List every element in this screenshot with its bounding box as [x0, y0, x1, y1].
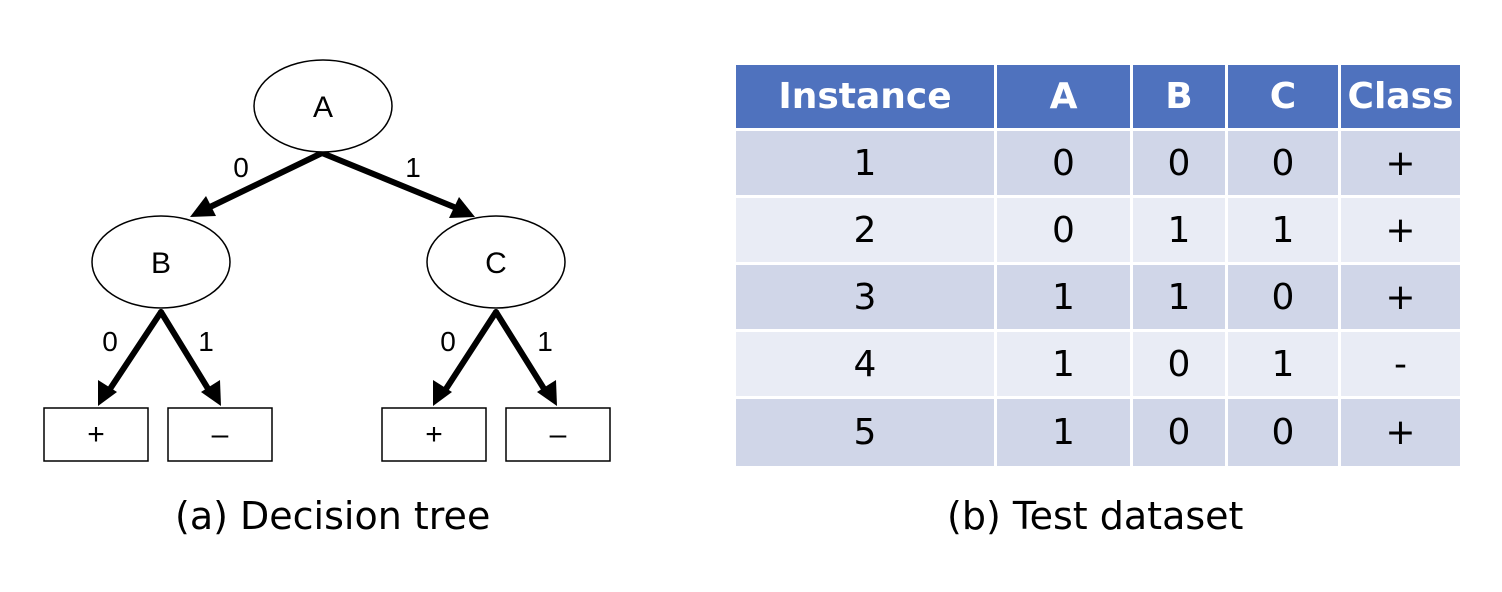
cell-c: 1	[1228, 198, 1341, 265]
leaf-box-3	[381, 407, 487, 462]
edge-b-to-left-leaf	[105, 309, 164, 395]
leaf-label-1: +	[87, 418, 105, 451]
table-row: 3 1 1 0 +	[736, 265, 1460, 332]
leaf-box-4	[505, 407, 611, 462]
cell-class: +	[1341, 131, 1460, 198]
test-dataset-table: Instance A B C Class 1 0 0 0 + 2 0 1 1 +…	[736, 65, 1460, 466]
test-dataset-caption: (b) Test dataset	[947, 494, 1244, 538]
header-c: C	[1228, 65, 1341, 131]
cell-b: 0	[1133, 131, 1228, 198]
arrowhead-c-to-left-leaf	[433, 380, 452, 406]
cell-instance: 5	[736, 399, 997, 466]
cell-instance: 3	[736, 265, 997, 332]
arrowhead-a-to-c	[449, 197, 475, 218]
cell-c: 1	[1228, 332, 1341, 399]
edge-c-to-left-leaf	[441, 309, 499, 395]
table-row: 2 0 1 1 +	[736, 198, 1460, 265]
cell-b: 1	[1133, 198, 1228, 265]
cell-c: 0	[1228, 131, 1341, 198]
cell-instance: 4	[736, 332, 997, 399]
cell-class: +	[1341, 198, 1460, 265]
node-c-label: C	[485, 247, 507, 280]
edge-label-b-to-left-leaf: 0	[102, 326, 118, 357]
cell-a: 1	[997, 399, 1133, 466]
edge-b-to-right-leaf	[158, 309, 213, 395]
decision-tree-diagram: A B C 0 1 0 1 0 1 + – + –	[43, 59, 611, 462]
arrowhead-b-to-right-leaf	[201, 380, 221, 406]
node-a-label: A	[313, 91, 333, 124]
arrowhead-c-to-right-leaf	[537, 380, 557, 406]
header-class: Class	[1341, 65, 1460, 131]
decision-tree-caption: (a) Decision tree	[175, 494, 491, 538]
edge-a-to-c	[319, 150, 457, 210]
arrowhead-a-to-b	[190, 196, 216, 217]
cell-b: 1	[1133, 265, 1228, 332]
leaf-box-2	[167, 407, 273, 462]
header-b: B	[1133, 65, 1228, 131]
cell-b: 0	[1133, 332, 1228, 399]
table-row: 1 0 0 0 +	[736, 131, 1460, 198]
cell-a: 1	[997, 332, 1133, 399]
leaf-label-2: –	[212, 418, 229, 451]
cell-class: -	[1341, 332, 1460, 399]
cell-instance: 1	[736, 131, 997, 198]
cell-class: +	[1341, 265, 1460, 332]
node-b-label: B	[151, 247, 171, 280]
table-row: 5 1 0 0 +	[736, 399, 1460, 466]
edge-label-c-to-left-leaf: 0	[440, 326, 456, 357]
edge-label-a-to-b: 0	[233, 152, 249, 183]
cell-instance: 2	[736, 198, 997, 265]
header-instance: Instance	[736, 65, 997, 131]
table-row: 4 1 0 1 -	[736, 332, 1460, 399]
edge-a-to-b	[207, 150, 325, 210]
cell-a: 0	[997, 198, 1133, 265]
edge-label-c-to-right-leaf: 1	[537, 326, 553, 357]
table-header-row: Instance A B C Class	[736, 65, 1460, 131]
leaf-label-4: –	[550, 418, 567, 451]
cell-class: +	[1341, 399, 1460, 466]
node-c	[426, 215, 566, 309]
node-b	[91, 215, 231, 309]
cell-c: 0	[1228, 399, 1341, 466]
cell-a: 1	[997, 265, 1133, 332]
header-a: A	[997, 65, 1133, 131]
edge-label-a-to-c: 1	[405, 152, 421, 183]
cell-a: 0	[997, 131, 1133, 198]
leaf-box-1	[43, 407, 149, 462]
node-a	[253, 59, 393, 153]
leaf-label-3: +	[425, 418, 443, 451]
cell-b: 0	[1133, 399, 1228, 466]
cell-c: 0	[1228, 265, 1341, 332]
arrowhead-b-to-left-leaf	[98, 380, 117, 406]
edge-c-to-right-leaf	[493, 309, 549, 395]
edge-label-b-to-right-leaf: 1	[198, 326, 214, 357]
